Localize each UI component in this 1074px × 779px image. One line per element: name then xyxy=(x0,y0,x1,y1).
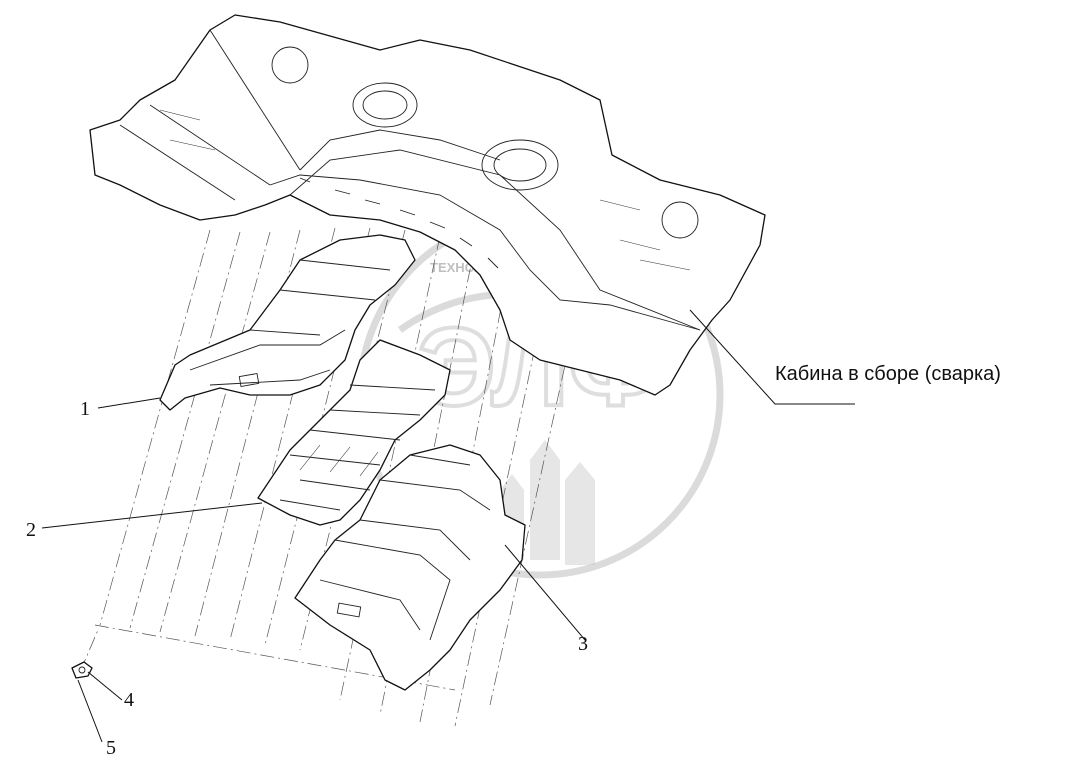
callout-5: 5 xyxy=(106,737,116,759)
projection-lines xyxy=(79,227,576,727)
callout-2: 2 xyxy=(26,519,36,541)
part-4-fastener xyxy=(71,661,93,679)
callout-4: 4 xyxy=(124,689,134,711)
assembly-label: Кабина в сборе (сварка) xyxy=(775,363,1001,385)
leader-lines xyxy=(41,309,855,743)
callout-3: 3 xyxy=(578,633,588,655)
part-1-panel xyxy=(159,234,416,411)
callout-1: 1 xyxy=(80,398,90,420)
part-2-tunnel-panel xyxy=(257,339,451,526)
cab-floor-assembly xyxy=(89,14,766,396)
part-3-panel xyxy=(294,444,526,691)
